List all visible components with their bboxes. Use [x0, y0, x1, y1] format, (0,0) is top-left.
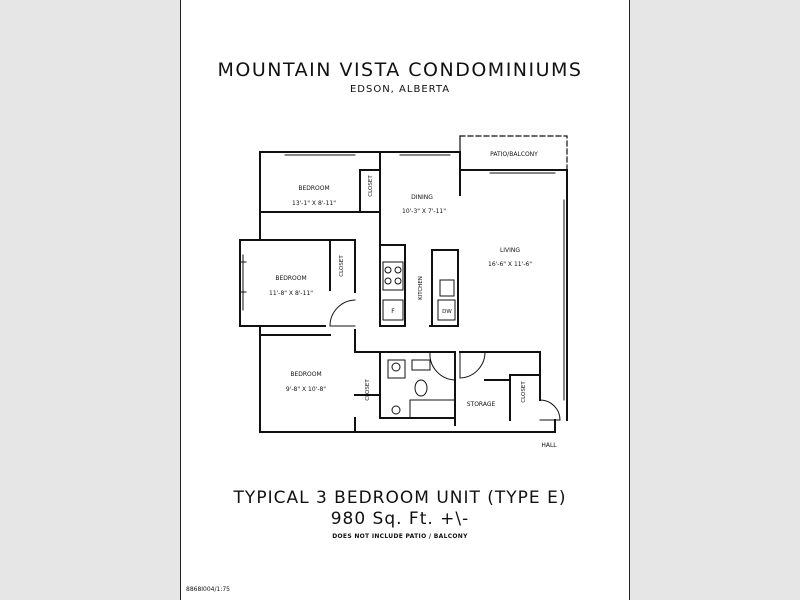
label-closet-3: CLOSET [365, 379, 371, 401]
page-title: MOUNTAIN VISTA CONDOMINIUMS [217, 59, 583, 81]
dims-bedroom-1: 13'-1" X 8'-11" [292, 200, 336, 207]
unit-type-caption: TYPICAL 3 BEDROOM UNIT (TYPE E) [233, 488, 567, 508]
label-closet-1: CLOSET [368, 175, 374, 197]
label-dining: DINING [411, 194, 433, 201]
label-kitchen: KITCHEN [418, 276, 424, 300]
label-fridge: F [391, 308, 395, 315]
patio-outline [459, 135, 568, 171]
label-bedroom-2: BEDROOM [275, 275, 306, 282]
area-note: DOES NOT INCLUDE PATIO / BALCONY [332, 533, 468, 540]
dims-living: 16'-6" X 11'-6" [488, 261, 532, 268]
area-caption: 980 Sq. Ft. +\- [330, 509, 470, 529]
interior-wall [454, 351, 541, 426]
bathroom [387, 359, 456, 419]
page-subtitle: EDSON, ALBERTA [349, 84, 451, 95]
label-storage: STORAGE [467, 401, 496, 408]
label-bedroom-1: BEDROOM [298, 185, 329, 192]
label-dishwasher: DW [442, 309, 452, 315]
label-bedroom-3: BEDROOM [290, 371, 321, 378]
dims-bedroom-2: 11'-8" X 8'-11" [269, 290, 313, 297]
label-living: LIVING [500, 247, 520, 254]
label-patio: PATIO/BALCONY [490, 151, 538, 158]
dims-bedroom-3: 9'-8" X 10'-8" [286, 386, 326, 393]
kitchen-wall [379, 211, 459, 327]
label-hall: HALL [541, 442, 557, 449]
document-id: 8868I004/1:75 [186, 586, 230, 593]
interior-wall [259, 151, 381, 241]
interior-wall [259, 329, 456, 419]
label-closet-2: CLOSET [339, 255, 345, 277]
interior-wall [259, 239, 356, 327]
dims-dining: 10'-3" X 7'-11" [402, 208, 446, 215]
label-closet-4: CLOSET [521, 381, 527, 403]
